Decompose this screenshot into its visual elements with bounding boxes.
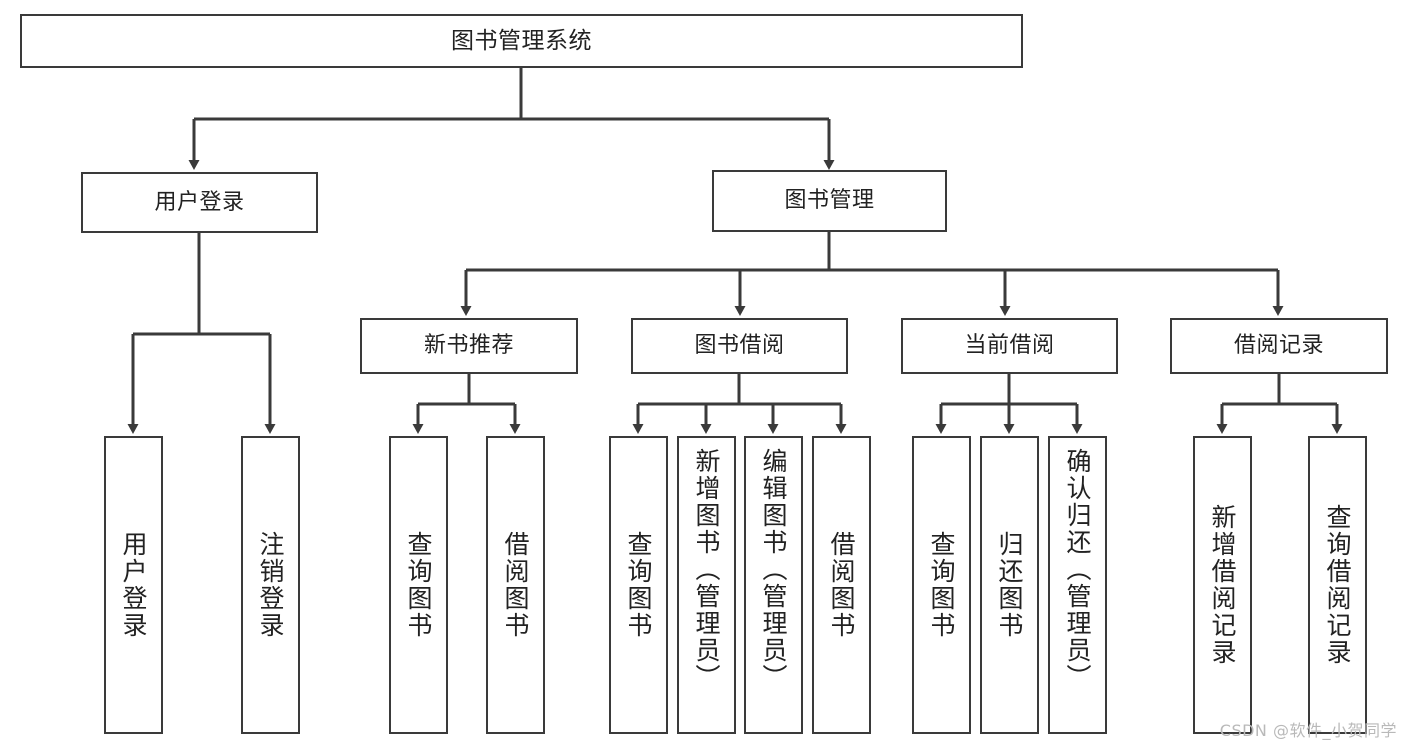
node-label: 新增借阅记录 — [1208, 504, 1237, 666]
leaf-current-query-book[interactable]: 查询图书 — [912, 436, 971, 734]
leaf-user-logout[interactable]: 注销登录 — [241, 436, 300, 734]
leaf-current-return-book[interactable]: 归还图书 — [980, 436, 1039, 734]
node-label: 用户登录 — [154, 189, 245, 215]
leaf-record-query-borrow-record[interactable]: 查询借阅记录 — [1308, 436, 1367, 734]
node-label: 图书管理系统 — [451, 27, 592, 54]
leaf-borrow-borrow-book[interactable]: 借阅图书 — [812, 436, 871, 734]
leaf-borrow-query-book[interactable]: 查询图书 — [609, 436, 668, 734]
node-label: 新增图书（管理员） — [692, 448, 721, 691]
node-label: 图书借阅 — [694, 333, 785, 359]
node-label: 编辑图书（管理员） — [759, 448, 788, 691]
node-label: 查询借阅记录 — [1323, 504, 1352, 666]
node-book-borrow[interactable]: 图书借阅 — [631, 318, 848, 374]
leaf-recommend-query-book[interactable]: 查询图书 — [389, 436, 448, 734]
node-label: 新书推荐 — [423, 333, 514, 359]
node-label: 用户登录 — [119, 531, 148, 639]
node-root-system[interactable]: 图书管理系统 — [20, 14, 1023, 68]
node-label: 当前借阅 — [964, 333, 1055, 359]
node-current-borrow[interactable]: 当前借阅 — [901, 318, 1118, 374]
node-label: 借阅图书 — [501, 531, 530, 639]
leaf-current-confirm-return-admin[interactable]: 确认归还（管理员） — [1048, 436, 1107, 734]
node-label: 图书管理 — [784, 188, 875, 214]
node-new-book-recommend[interactable]: 新书推荐 — [360, 318, 578, 374]
node-label: 查询图书 — [404, 531, 433, 639]
leaf-borrow-add-book-admin[interactable]: 新增图书（管理员） — [677, 436, 736, 734]
node-label: 借阅记录 — [1233, 333, 1324, 359]
leaf-record-add-borrow-record[interactable]: 新增借阅记录 — [1193, 436, 1252, 734]
node-label: 查询图书 — [624, 531, 653, 639]
node-user-login[interactable]: 用户登录 — [81, 172, 318, 233]
node-book-management[interactable]: 图书管理 — [712, 170, 947, 232]
node-label: 查询图书 — [927, 531, 956, 639]
leaf-recommend-borrow-book[interactable]: 借阅图书 — [486, 436, 545, 734]
leaf-borrow-edit-book-admin[interactable]: 编辑图书（管理员） — [744, 436, 803, 734]
node-borrow-record[interactable]: 借阅记录 — [1170, 318, 1388, 374]
leaf-user-login[interactable]: 用户登录 — [104, 436, 163, 734]
node-label: 归还图书 — [995, 531, 1024, 639]
node-label: 注销登录 — [256, 531, 285, 639]
node-label: 借阅图书 — [827, 531, 856, 639]
node-label: 确认归还（管理员） — [1063, 448, 1092, 691]
